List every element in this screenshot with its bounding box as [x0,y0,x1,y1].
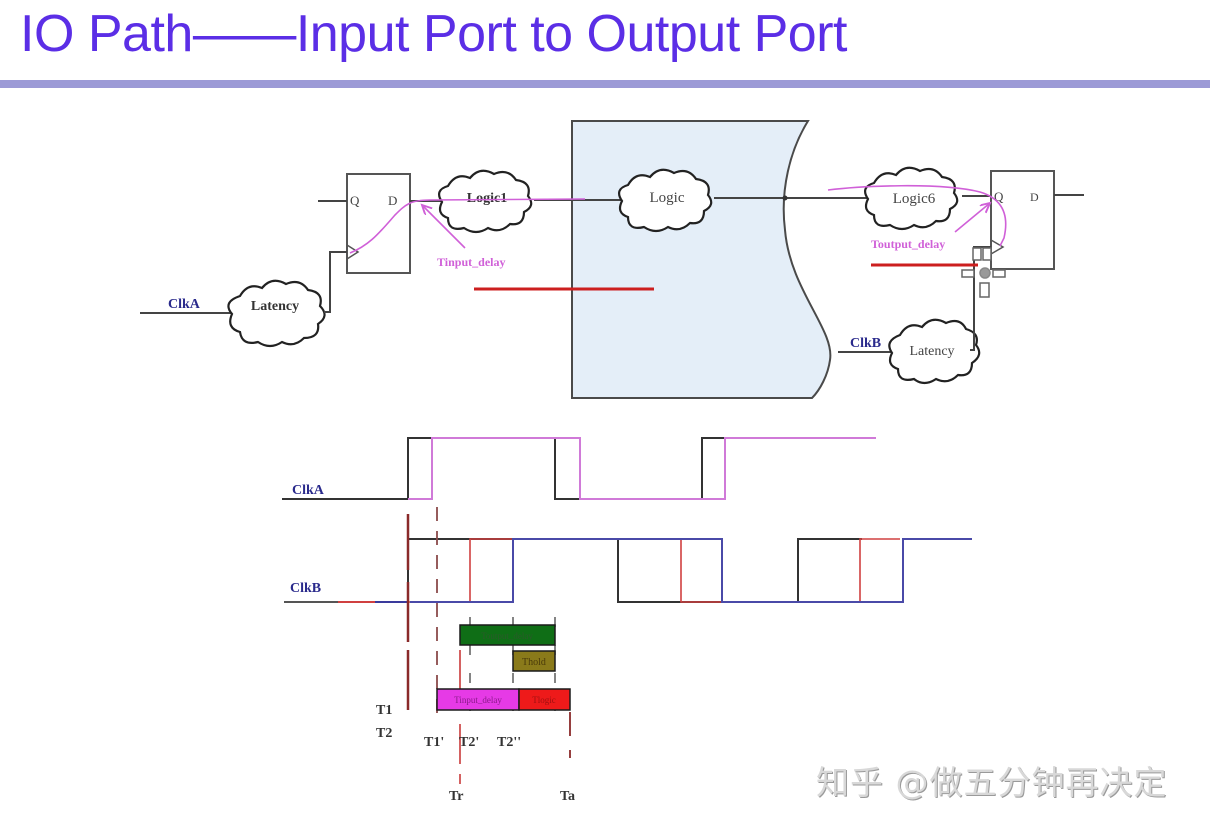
logic1-label: Logic1 [467,191,507,206]
timing-diagram: ClkA ClkB Toutput_delay Thold Tinput_de [282,437,972,804]
hold-bar: Thold [512,650,556,672]
timing-clka-label: ClkA [292,483,325,498]
clkb-ideal-waveform [407,538,862,603]
clkb-latency-waveform [408,538,900,603]
output-delay-annotation: Toutput_delay [871,237,945,251]
input-delay-bar: Tinput_delay [436,688,520,711]
capture-ff-clock-pin [990,239,1005,255]
latency-a-cloud: Latency [227,279,326,348]
launch-ff-d-pin: D [388,193,397,208]
t2-double-prime-label: T2'' [497,735,521,750]
clkb-skewed-waveform [410,538,972,603]
launch-ff-q-pin: Q [350,193,360,208]
move-cursor-icon [961,247,1006,298]
latency-b-label: Latency [909,344,954,359]
t1-prime-label: T1' [424,735,444,750]
clka-ideal-waveform [282,437,728,500]
clkb-to-ff-wire [970,246,991,351]
latency-b-cloud: Latency [888,318,981,385]
title-divider [0,80,1210,88]
capture-flip-flop: Q D [990,170,1084,270]
t1-label: T1 [376,703,392,718]
output-path-highlight [827,184,1007,247]
input-path-highlight [349,198,586,254]
launch-ff-clock-pin [346,244,360,260]
clka-label: ClkA [168,297,201,312]
ta-label: Ta [560,789,575,804]
logic-bar: Tlogic [518,688,571,711]
schematic: Q D ClkA Latency Logic1 Logic Logic6 [140,120,1084,399]
tr-label: Tr [449,789,464,804]
input-delay-bar-label: Tinput_delay [454,695,502,705]
output-delay-bar: Toutput_delay [459,624,556,646]
input-delay-annotation: Tinput_delay [437,255,505,269]
clkb-label: ClkB [850,336,881,351]
hold-bar-label: Thold [522,657,546,668]
logic6-label: Logic6 [893,191,936,207]
launch-flip-flop: Q D [318,173,411,274]
logic1-cloud: Logic1 [438,169,533,234]
watermark: 知乎 @做五分钟再决定 [816,763,1168,802]
logic-label: Logic [650,190,685,206]
capture-ff-d-pin: D [1030,190,1039,204]
slide-title: IO Path——Input Port to Output Port [20,5,847,63]
clka-to-ff-wire [324,251,347,313]
timing-clkb-label: ClkB [290,581,321,596]
chip-block [571,120,832,399]
latency-a-label: Latency [251,299,299,314]
t2-prime-label: T2' [459,735,479,750]
logic-cloud: Logic [618,168,713,233]
logic-bar-label: Tlogic [532,695,556,705]
clka-delayed-waveform [408,437,876,500]
capture-ff-q-pin: Q [994,189,1004,204]
t2-label: T2 [376,726,392,741]
logic6-cloud: Logic6 [864,166,959,231]
output-delay-bar-label: Toutput_delay [481,631,533,641]
